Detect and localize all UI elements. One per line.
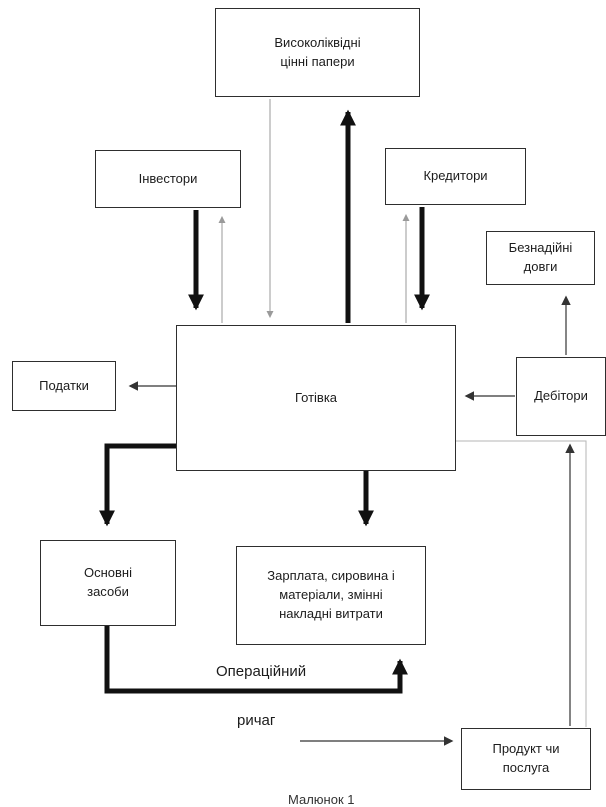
node-cash: Готівка xyxy=(176,325,456,471)
node-product: Продукт чи послуга xyxy=(461,728,591,790)
line-cash-to-product xyxy=(456,440,587,727)
node-securities: Високоліквідні цінні папери xyxy=(215,8,420,97)
node-debtors: Дебітори xyxy=(516,357,606,436)
label-operational-lever-line1: Операційний xyxy=(216,663,307,680)
node-taxes: Податки xyxy=(12,361,116,411)
figure-caption: Малюнок 1 xyxy=(288,792,355,807)
arrow-cash-to-fixed-assets xyxy=(98,443,176,527)
node-bad-debts: Безнадійні довги xyxy=(486,231,595,285)
node-creditors: Кредитори xyxy=(385,148,526,205)
node-investors: Інвестори xyxy=(95,150,241,208)
arrow-lever-fixed-assets-to-costs xyxy=(104,626,409,694)
label-operational-lever-line2: ричаг xyxy=(237,712,276,729)
node-fixed-assets: Основні засоби xyxy=(40,540,176,626)
node-costs: Зарплата, сировина і матеріали, змінні н… xyxy=(236,546,426,645)
